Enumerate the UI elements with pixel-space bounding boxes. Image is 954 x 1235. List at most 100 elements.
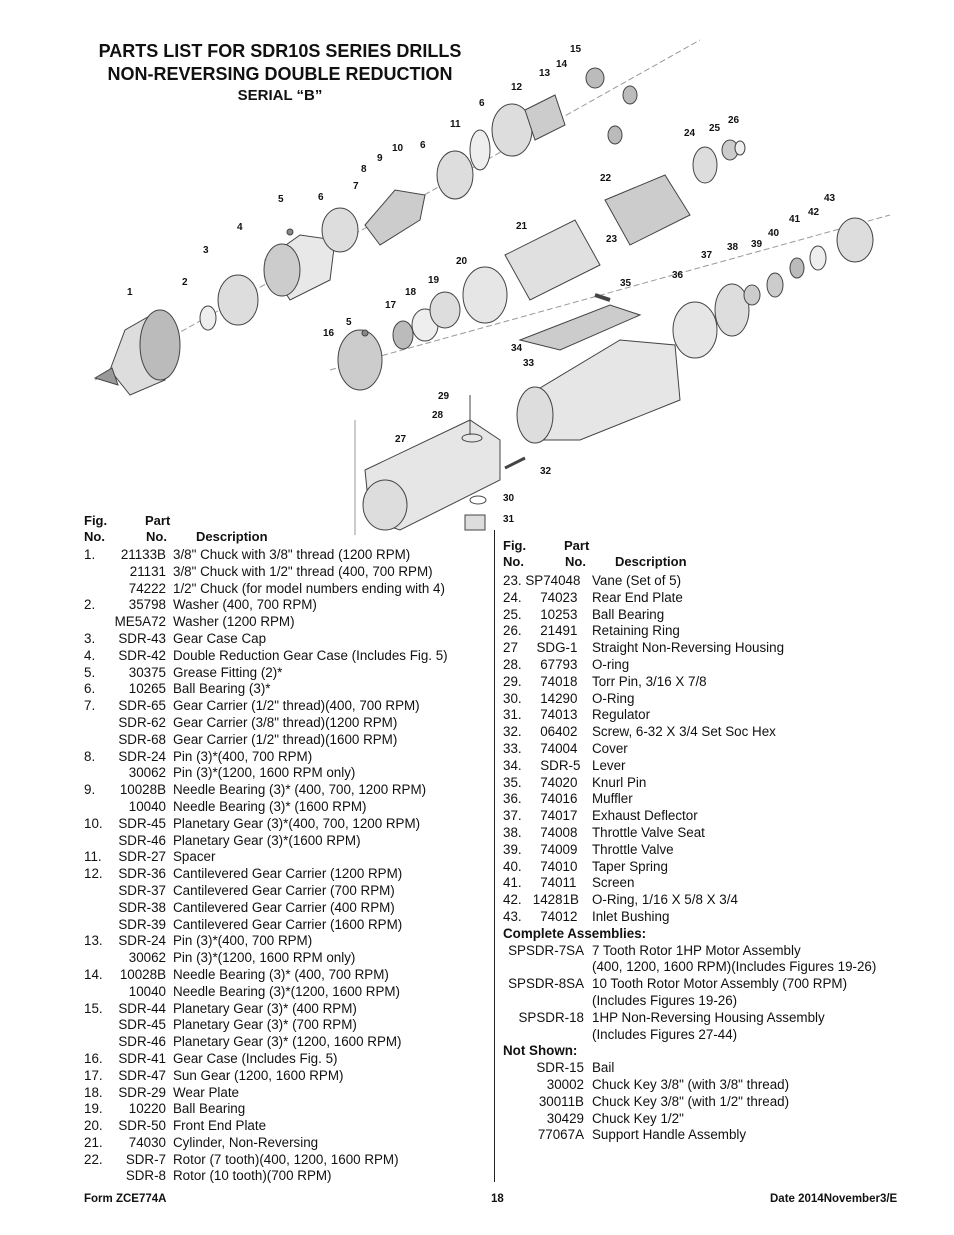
- part-description: Ball Bearing: [592, 606, 665, 622]
- callout-18: 18: [405, 287, 417, 298]
- callout-24: 24: [684, 128, 696, 139]
- fig-and-part-number: 42. 14281B: [503, 892, 579, 908]
- callout-8: 8: [361, 164, 367, 175]
- callout-23: 23: [606, 234, 618, 245]
- part-description: Needle Bearing (3)*(1200, 1600 RPM): [173, 983, 401, 999]
- part-description: Ball Bearing: [173, 1101, 246, 1117]
- callout-7: 7: [353, 181, 359, 192]
- part-number: SDR-7: [125, 1151, 166, 1167]
- part-description: 10 Tooth Rotor Motor Assembly (700 RPM): [592, 976, 848, 992]
- part-number: SDR-50: [118, 1118, 166, 1134]
- part-description: Screen: [592, 875, 635, 891]
- chuck-part: [93, 309, 181, 396]
- section-heading: Not Shown:: [503, 1043, 923, 1060]
- part-number: SDR-39: [118, 916, 166, 932]
- serial-label: SERIAL “B”: [237, 87, 323, 104]
- part-number: 30002: [546, 1076, 584, 1092]
- part-description: Torr Pin, 3/16 X 7/8: [592, 673, 707, 689]
- fig-and-part-number: 23. SP74048: [503, 573, 581, 588]
- fig-number: 2.: [84, 597, 96, 613]
- part-description: Cylinder, Non-Reversing: [173, 1134, 319, 1150]
- callout-3: 3: [203, 245, 209, 256]
- callout-27: 27: [395, 434, 407, 445]
- fig-and-part-number: 38. 74008: [503, 824, 578, 840]
- part-description: Throttle Valve: [592, 841, 674, 857]
- callout-40: 40: [768, 228, 780, 239]
- part-description: Washer (400, 700 RPM): [173, 597, 317, 613]
- part-number: 74222: [128, 580, 166, 596]
- fig-number: 15.: [84, 1000, 103, 1016]
- callout-22: 22: [600, 173, 612, 184]
- part-description: O-ring: [592, 656, 630, 672]
- fig-number: 3.: [84, 630, 96, 646]
- part-number: 30062: [128, 765, 166, 781]
- fig-and-part-number: 25. 10253: [503, 606, 578, 622]
- fig-and-part-number: 27 SDG-1: [503, 640, 578, 656]
- fig-and-part-number: 40. 74010: [503, 858, 578, 874]
- part-number: SDR-38: [118, 899, 166, 915]
- part-number: 30062: [128, 950, 166, 966]
- part-description: Pin (3)*(400, 700 RPM): [173, 748, 313, 764]
- part-number: 10040: [128, 798, 166, 814]
- part-number: SDR-46: [118, 1034, 166, 1050]
- part-description: Cover: [592, 740, 628, 756]
- fig-number: 14.: [84, 966, 103, 982]
- right-header-no2: No.: [565, 554, 586, 569]
- part-description: Pin (3)*(1200, 1600 RPM only): [173, 765, 356, 781]
- part-description: Washer (1200 RPM): [173, 614, 295, 630]
- fig-number: 10.: [84, 815, 103, 831]
- part-number: 10220: [128, 1101, 166, 1117]
- right-header-desc: Description: [615, 554, 687, 569]
- page-number: 18: [491, 1193, 504, 1205]
- part-description: 1HP Non-Reversing Housing Assembly: [592, 1009, 825, 1025]
- part-number: 30011B: [538, 1093, 584, 1109]
- part-number: 35798: [128, 597, 166, 613]
- callout-5: 5: [346, 317, 352, 328]
- part-number: SPSDR-8SA: [508, 976, 584, 992]
- callout-20: 20: [456, 256, 468, 267]
- part-number: SDR-37: [118, 882, 166, 898]
- part-number: SDR-15: [536, 1060, 584, 1076]
- part-description: Needle Bearing (3)* (1600 RPM): [173, 798, 367, 814]
- left-header-no1: No.: [84, 529, 105, 544]
- part-description: (Includes Figures 27-44): [592, 1026, 738, 1042]
- part-description: Planetary Gear (3)* (700 RPM): [173, 1017, 357, 1033]
- callout-6: 6: [420, 140, 426, 151]
- callout-29: 29: [438, 391, 450, 402]
- complete_assemblies-heading: Complete Assemblies:: [503, 925, 647, 941]
- fig-and-part-number: 24. 74023: [503, 589, 578, 605]
- left-table-header: Fig. No. Part No. Description: [84, 513, 384, 547]
- form-number: Form ZCE774A: [84, 1193, 167, 1205]
- callout-33: 33: [523, 358, 535, 369]
- part-number: SDR-8: [125, 1168, 166, 1184]
- part-description: Muffler: [592, 791, 633, 807]
- fig-and-part-number: 39. 74009: [503, 841, 578, 857]
- fig-and-part-number: 29. 74018: [503, 673, 578, 689]
- callout-6: 6: [318, 192, 324, 203]
- table-row: 2. 35798 Washer (400, 700 RPM): [84, 597, 494, 614]
- part-number: 30429: [546, 1110, 584, 1126]
- fig-number: 7.: [84, 698, 96, 714]
- part-number: SPSDR-7SA: [508, 942, 584, 958]
- part-number: SDR-68: [118, 731, 166, 747]
- callout-43: 43: [824, 193, 836, 204]
